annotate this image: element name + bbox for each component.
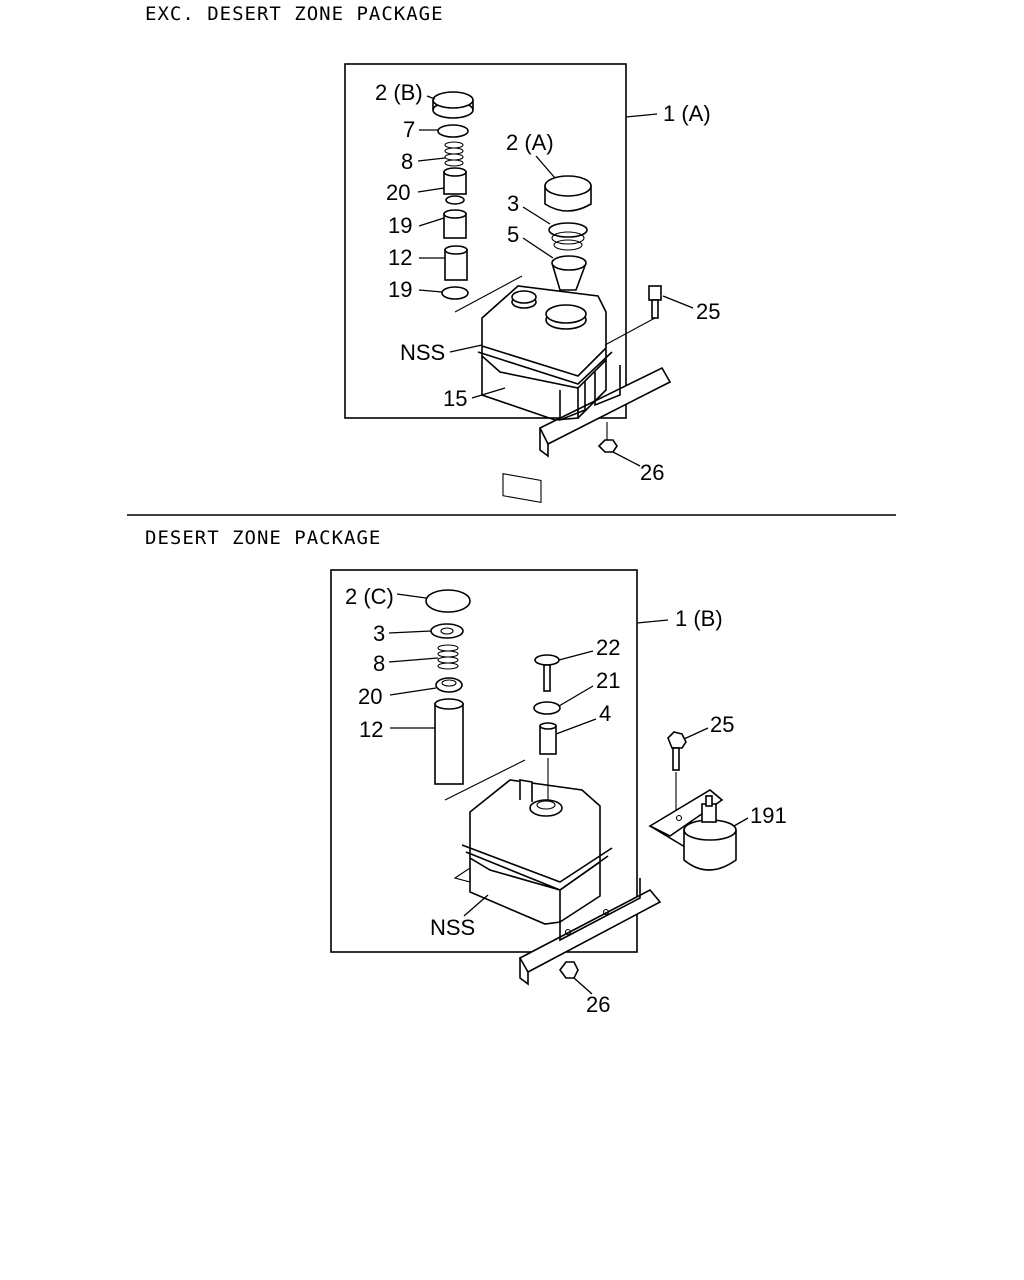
callout-20-bottom: 20 <box>358 684 382 709</box>
callout-19-lower: 19 <box>388 277 412 302</box>
mounting-bracket <box>538 365 672 458</box>
filler-cap-2a <box>544 175 592 212</box>
gasket-19-lower <box>441 286 469 300</box>
seal-ring-7 <box>437 124 469 138</box>
strainer-4 <box>539 722 557 755</box>
assembly-bottom: 1 (B) <box>330 569 787 1017</box>
spring-8-bottom <box>437 644 459 670</box>
reservoir-tank <box>477 285 613 504</box>
callout-2b: 2 (B) <box>375 80 423 105</box>
callout-1b: 1 (B) <box>675 606 723 631</box>
callout-3-top: 3 <box>507 191 519 216</box>
callout-12-top: 12 <box>388 245 412 270</box>
adapter-3-bottom <box>430 623 464 639</box>
callout-22: 22 <box>596 635 620 660</box>
callout-7: 7 <box>403 117 415 142</box>
nut-26-bottom <box>559 961 579 979</box>
section-heading-desert-zone: DESERT ZONE PACKAGE <box>145 527 382 549</box>
sensor-22 <box>534 654 560 692</box>
section-heading-exc-desert-zone: EXC. DESERT ZONE PACKAGE <box>145 3 444 25</box>
callout-15: 15 <box>443 386 467 411</box>
callout-25-top: 25 <box>696 299 720 324</box>
mounting-bracket-bottom <box>453 866 662 986</box>
strainer-12 <box>444 245 468 281</box>
callout-8: 8 <box>401 149 413 174</box>
callout-nss-bottom: NSS <box>430 915 475 940</box>
level-switch-191 <box>683 795 737 871</box>
spring-8 <box>444 141 464 167</box>
callout-1a: 1 (A) <box>663 101 711 126</box>
grommet-21 <box>533 701 561 715</box>
callout-26-bottom: 26 <box>586 992 610 1017</box>
callout-nss-top: NSS <box>400 340 445 365</box>
callout-191: 191 <box>750 803 787 828</box>
assembly-frame-1a <box>344 63 627 419</box>
reservoir-tank-bottom <box>461 779 613 925</box>
assembly-top: 1 (A) <box>344 63 720 504</box>
filter-5 <box>551 255 587 291</box>
filler-cap-2b <box>432 91 474 119</box>
callout-3-bottom: 3 <box>373 621 385 646</box>
callout-5: 5 <box>507 222 519 247</box>
callout-2c: 2 (C) <box>345 584 394 609</box>
nut-26-top <box>597 422 618 453</box>
callout-25-bottom: 25 <box>710 712 734 737</box>
bolt-25-top <box>648 285 662 319</box>
assembly-frame-1b <box>330 569 638 953</box>
callout-26-top: 26 <box>640 460 664 485</box>
callout-20-top: 20 <box>386 180 410 205</box>
callout-19-upper: 19 <box>388 213 412 238</box>
strainer-12-bottom <box>434 698 464 785</box>
filler-cap-2c <box>425 589 471 613</box>
bolt-25-bottom <box>667 731 687 771</box>
callout-12-bottom: 12 <box>359 717 383 742</box>
callout-4: 4 <box>599 701 611 726</box>
callout-2a: 2 (A) <box>506 130 554 155</box>
callout-8-bottom: 8 <box>373 651 385 676</box>
callout-21: 21 <box>596 668 620 693</box>
gasket-19-upper <box>443 209 467 239</box>
valve-20 <box>443 167 467 205</box>
valve-20-bottom <box>435 677 463 693</box>
adapter-3 <box>548 222 588 251</box>
